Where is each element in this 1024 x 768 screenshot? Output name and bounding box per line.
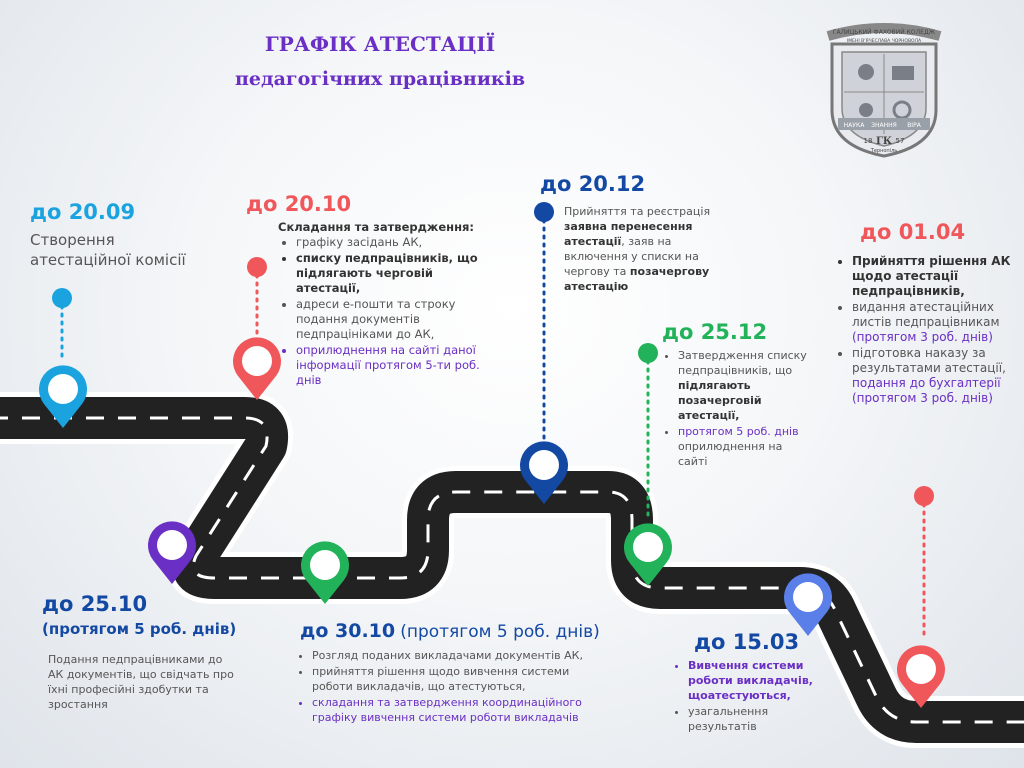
- milestone-7-item-1: Розгляд поданих викладачами документів А…: [312, 648, 612, 663]
- map-pin-icon: [148, 521, 196, 584]
- milestone-8-item-1: Вивчення системи роботи викладачів, щоат…: [688, 658, 826, 703]
- milestone-3: до 20.12 Прийняття та реєстрація заявна …: [540, 172, 740, 294]
- milestone-4-date: до 25.12: [662, 320, 768, 344]
- dot-4: [638, 343, 658, 363]
- milestone-6: до 25.10 (протягом 5 роб. днів) Подання …: [42, 592, 282, 712]
- milestone-1-text: Створення атестаційної комісії: [30, 231, 186, 269]
- milestone-8-item-2: узагальнення результатів: [688, 704, 826, 734]
- milestone-1-date: до 20.09: [30, 200, 136, 224]
- milestone-5-item-1: Прийняття рішення АК щодо атестації педп…: [852, 254, 1015, 299]
- milestone-3-text-2: заявна перенесення атестації: [564, 220, 693, 248]
- map-pin-icon: [39, 365, 87, 428]
- milestone-5-item-3: підготовка наказу за результатами атеста…: [852, 346, 1015, 406]
- milestone-5-item-3b: подання до бухгалтерії (протягом 3 роб. …: [852, 376, 1001, 405]
- milestone-7-list: Розгляд поданих викладачами документів А…: [300, 648, 612, 725]
- milestone-2-item-2: списку педпрацівників, що підлягають чер…: [296, 251, 501, 296]
- milestone-3-text-4: позачергову атестацію: [564, 265, 710, 293]
- milestone-6-date-note: (протягом 5 роб. днів): [42, 620, 237, 638]
- milestone-4-item-1: Затвердження списку педпрацівників, що п…: [678, 348, 812, 423]
- milestone-3-text-1: Прийняття та реєстрація: [564, 205, 711, 218]
- logo-text-1: ГАЛИЦЬКИЙ ФАХОВИЙ КОЛЕДЖ: [833, 29, 936, 36]
- logo-ribbon-middle: ЗНАННЯ: [871, 122, 897, 129]
- milestone-8: до 15.03 Вивчення системи роботи виклада…: [676, 630, 826, 735]
- milestone-2-item-3: адреси е-пошти та строку подання докумен…: [296, 297, 501, 342]
- milestone-5-item-2: видання атестаційних листів педпрацівник…: [852, 300, 1015, 345]
- milestone-2-heading: Складання та затвердження:: [278, 220, 475, 234]
- milestone-6-date: до 25.10: [42, 592, 148, 616]
- logo-year-left: 18: [864, 137, 873, 145]
- map-pin-icon: [624, 523, 672, 586]
- milestone-4-item-2b: оприлюднення на сайті: [678, 440, 783, 468]
- milestone-7-date: до 30.10: [300, 620, 396, 642]
- pin-3: [145, 520, 199, 590]
- title-line-1: ГРАФІК АТЕСТАЦІЇ: [264, 32, 496, 56]
- milestone-4: до 25.12 Затвердження списку педпрацівни…: [662, 320, 812, 470]
- logo-city: Тернопіль: [870, 148, 897, 154]
- milestone-7-item-2: прийняття рішення щодо вивчення системи …: [312, 664, 612, 694]
- milestone-5-date: до 01.04: [860, 220, 966, 244]
- logo-monogram: ГК: [876, 136, 892, 147]
- milestone-4-item-1a: Затвердження списку педпрацівників, що: [678, 349, 807, 377]
- pin-1: [36, 364, 90, 434]
- milestone-3-text: Прийняття та реєстрація заявна перенесен…: [564, 204, 724, 294]
- page-title: ГРАФІК АТЕСТАЦІЇ педагогічних працівникі…: [190, 32, 570, 90]
- dot-1: [52, 288, 72, 308]
- milestone-7-date-row: до 30.10 (протягом 5 роб. днів): [300, 620, 660, 642]
- map-pin-icon: [784, 573, 832, 636]
- milestone-1: до 20.09 Створення атестаційної комісії: [30, 200, 230, 270]
- logo-year-right: 57: [896, 137, 905, 145]
- milestone-8-date: до 15.03: [694, 630, 800, 654]
- dot-3: [534, 202, 554, 222]
- milestone-2-date: до 20.10: [246, 192, 352, 216]
- logo-ribbon-left: НАУКА: [844, 122, 866, 129]
- pin-5: [517, 440, 571, 510]
- milestone-2-item-4: оприлюднення на сайті даної інформації п…: [296, 343, 501, 388]
- milestone-7-item-3: складання та затвердження координаційног…: [312, 695, 612, 725]
- pin-8: [894, 644, 948, 714]
- college-logo: ГАЛИЦЬКИЙ ФАХОВИЙ КОЛЕДЖ ІМЕНІ В'ЯЧЕСЛАВ…: [826, 23, 942, 158]
- pin-4: [298, 540, 352, 610]
- milestone-5-item-3a: підготовка наказу за результатами атеста…: [852, 346, 1006, 375]
- milestone-4-list: Затвердження списку педпрацівників, що п…: [662, 348, 812, 469]
- milestone-3-date: до 20.12: [540, 172, 646, 196]
- milestone-2-list: графіку засідань АК, списку педпрацівник…: [284, 235, 501, 388]
- pin-6: [621, 522, 675, 592]
- map-pin-icon: [301, 541, 349, 604]
- logo-ribbon-right: ВІРА: [907, 122, 922, 129]
- milestone-4-item-2: протягом 5 роб. днів оприлюднення на сай…: [678, 424, 812, 469]
- map-pin-icon: [233, 337, 281, 400]
- milestone-5-item-2a: видання атестаційних листів педпрацівник…: [852, 300, 1000, 329]
- milestone-5-list: Прийняття рішення АК щодо атестації педп…: [840, 254, 1015, 406]
- map-pin-icon: [897, 645, 945, 708]
- dot-2: [247, 257, 267, 277]
- map-pin-icon: [520, 441, 568, 504]
- milestone-2-item-1: графіку засідань АК,: [296, 235, 501, 250]
- milestone-7: до 30.10 (протягом 5 роб. днів) Розгляд …: [300, 620, 660, 726]
- milestone-4-item-1b: підлягають позачерговій атестації,: [678, 379, 762, 422]
- milestone-5: до 01.04 Прийняття рішення АК щодо атест…: [840, 220, 1015, 407]
- milestone-4-item-2a: протягом 5 роб. днів: [678, 425, 799, 438]
- milestone-3-text-3: , заяв на включення у списки на чергову …: [564, 235, 699, 278]
- title-line-2: педагогічних працівників: [234, 68, 526, 90]
- pin-7: [781, 572, 835, 642]
- milestone-2: до 20.10 Складання та затвердження: граф…: [246, 192, 501, 389]
- dot-5: [914, 486, 934, 506]
- milestone-6-text: Подання педпрацівниками до АК документів…: [48, 653, 234, 711]
- logo-text-2: ІМЕНІ В'ЯЧЕСЛАВА ЧОРНОВОЛА: [847, 38, 922, 44]
- milestone-7-date-note: (протягом 5 роб. днів): [400, 622, 600, 642]
- pin-2: [230, 336, 284, 406]
- milestone-8-list: Вивчення системи роботи викладачів, щоат…: [676, 658, 826, 734]
- milestone-5-item-2b: (протягом 3 роб. днів): [852, 330, 993, 344]
